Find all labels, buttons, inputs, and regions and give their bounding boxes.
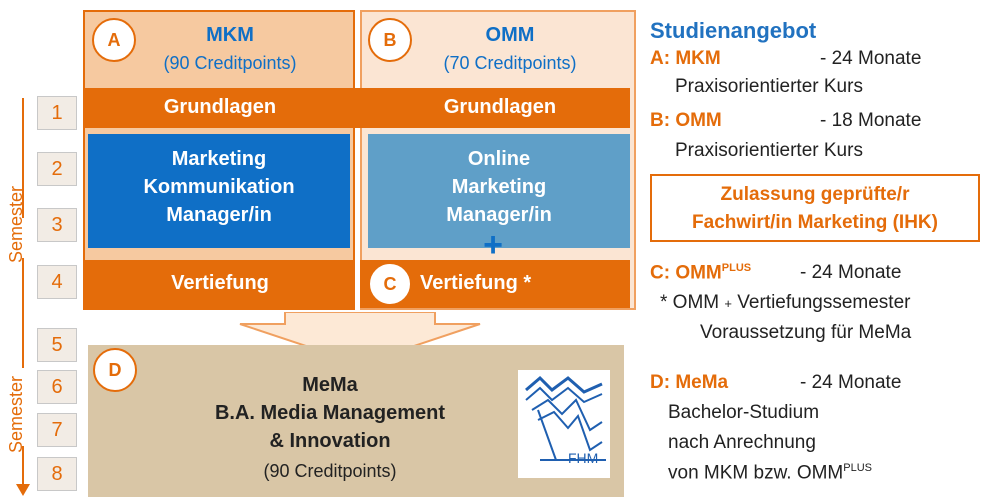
mema-line-3: & Innovation <box>269 430 391 452</box>
omm-main-line-1: Online <box>467 148 531 170</box>
mkm-credits: (90 Creditpoints) <box>163 53 297 73</box>
c-note-1-text: * OMM <box>660 292 720 313</box>
mkm-main-line-3: Manager/in <box>166 204 272 226</box>
c-label-text: C: OMM <box>650 262 722 284</box>
d-desc-1: Bachelor-Studium <box>668 402 820 423</box>
badge-c: C <box>368 262 412 306</box>
omm-vertiefung-label: Vertiefung * <box>420 272 532 294</box>
c-label: C: OMMPLUS <box>650 262 751 284</box>
d-desc-3: von MKM bzw. OMMPLUS <box>668 462 872 484</box>
grundlagen-bar <box>83 88 630 128</box>
semester-1: 1 <box>37 96 77 130</box>
mema-line-2: B.A. Media Management <box>214 402 446 424</box>
mkm-vertiefung-label: Vertiefung <box>171 272 269 294</box>
a-duration-text: - 24 Monate <box>820 48 922 69</box>
semester-6: 6 <box>37 370 77 404</box>
a-desc: Praxisorientierter Kurs <box>675 76 863 97</box>
c-note-plus: + <box>724 296 732 311</box>
d-duration: - 24 Monate <box>800 372 902 393</box>
semester-axis-line-top <box>22 98 24 218</box>
zulassung-line-1: Zulassung geprüfte/r <box>720 184 910 205</box>
omm-main-line-3: Manager/in <box>446 204 552 226</box>
mkm-main-line-1: Marketing <box>171 148 267 170</box>
c-note-3: Voraussetzung für MeMa <box>700 322 912 343</box>
omm-grundlagen-label: Grundlagen <box>443 96 557 118</box>
a-duration: - 24 Monate <box>820 48 921 70</box>
d-desc-3-text: von MKM bzw. OMM <box>668 462 844 484</box>
semester-axis-line-low <box>22 322 24 368</box>
b-duration: - 18 Monate <box>820 110 921 132</box>
mema-credits: (90 Creditpoints) <box>263 461 397 481</box>
omm-main-box <box>368 134 630 248</box>
semester-label-top: Semester <box>6 185 27 264</box>
omm-title: OMM <box>485 24 535 46</box>
omm-main-line-2: Marketing <box>451 176 547 198</box>
semester-axis-arrow <box>16 484 30 496</box>
semester-5: 5 <box>37 328 77 362</box>
b-duration-text: - 18 Monate <box>820 110 922 131</box>
mkm-main-line-2: Kommunikation <box>143 176 295 198</box>
fhm-logo-icon <box>525 375 606 461</box>
mkm-main-box <box>88 134 350 248</box>
semester-7: 7 <box>37 413 77 447</box>
semester-2: 2 <box>37 152 77 186</box>
d-desc-3-sup: PLUS <box>843 462 872 474</box>
a-label: A: MKM <box>650 48 721 69</box>
semester-8: 8 <box>37 457 77 491</box>
c-label-sup: PLUS <box>721 262 752 274</box>
badge-d: D <box>93 348 137 392</box>
b-desc: Praxisorientierter Kurs <box>675 140 863 161</box>
d-label: D: MeMa <box>650 372 729 393</box>
mkm-title: MKM <box>206 24 254 46</box>
mema-title: MeMa <box>302 374 358 396</box>
c-note-2-text: Vertiefungssemester <box>737 292 911 313</box>
fhm-logo: FHM <box>518 370 610 478</box>
zulassung-box <box>650 174 980 242</box>
badge-b: B <box>368 18 412 62</box>
b-label: B: OMM <box>650 110 722 131</box>
c-duration: - 24 Monate <box>800 262 902 283</box>
badge-a: A <box>92 18 136 62</box>
semester-axis-line-mid <box>22 258 24 322</box>
plus-sign: + <box>483 226 503 264</box>
zulassung-line-2: Fachwirt/in Marketing (IHK) <box>692 212 938 233</box>
semester-3: 3 <box>37 208 77 242</box>
mkm-grundlagen-label: Grundlagen <box>163 96 277 118</box>
down-arrow-icon <box>239 312 481 366</box>
semester-4: 4 <box>37 265 77 299</box>
semester-axis-line-bottom <box>22 446 24 488</box>
mkm-vertiefung-bar <box>83 260 355 308</box>
semester-label-bottom: Semester <box>6 375 27 454</box>
c-note-1: * OMM + Vertiefungssemester <box>660 292 910 314</box>
omm-credits: (70 Creditpoints) <box>443 53 577 73</box>
fhm-logo-text: FHM <box>568 450 599 466</box>
d-desc-2: nach Anrechnung <box>668 432 816 453</box>
studienangebot-heading: Studienangebot <box>650 18 817 43</box>
